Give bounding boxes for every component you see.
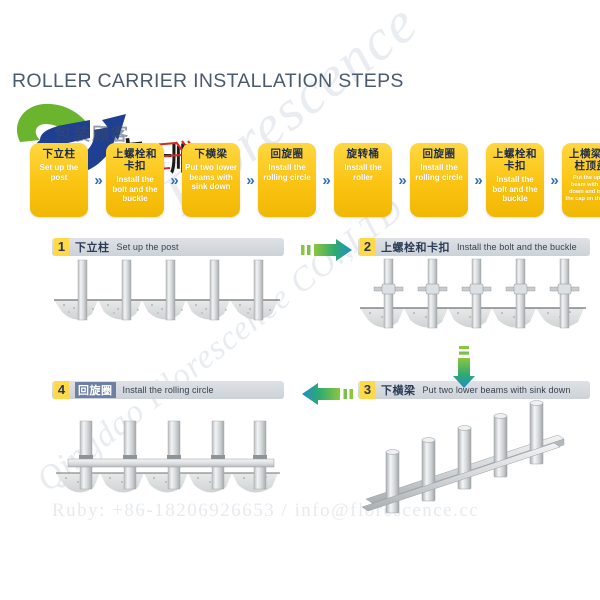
flow-step-1-en: Set up the post — [39, 163, 79, 182]
bolt-collar-group — [373, 283, 580, 295]
arrow-left-icon — [302, 383, 353, 405]
flow-step-5-en: Install the roller — [344, 163, 382, 182]
panel-step-3: 3 下横梁 Put two lower beams with sink down — [358, 381, 590, 519]
panel-step-4-cn: 回旋圈 — [75, 382, 116, 398]
flow-step-3-en: Put two lower beams with sink down — [185, 163, 237, 191]
flow-step-1-cn: 下立柱 — [42, 148, 76, 160]
chevron-right-icon-3: » — [246, 171, 254, 189]
flow-step-6[interactable]: 回旋圈 Install the rolling circle — [410, 143, 468, 217]
arrow-down-step2-to-step3 — [452, 345, 476, 394]
flow-strip: 下立柱 Set up the post » 上螺栓和卡扣 Install the… — [30, 143, 600, 225]
flow-step-7-en: Install the bolt and the buckle — [492, 175, 538, 203]
panel-step-2: 2 上螺栓和卡扣 Install the bolt and the buckle — [358, 238, 590, 361]
arrow-right-step1-to-step2 — [300, 238, 354, 267]
flow-step-3[interactable]: 下横梁 Put two lower beams with sink down — [182, 143, 240, 217]
panel-step-2-en: Install the bolt and the buckle — [457, 242, 577, 252]
flow-step-6-cn: 回旋圈 — [422, 148, 456, 160]
flow-step-8[interactable]: 上横梁立柱顶盖 Put the upper beam with sink dow… — [562, 143, 600, 217]
flow-step-2-cn: 上螺栓和卡扣 — [113, 148, 157, 172]
panel-step-1-en: Set up the post — [116, 242, 179, 252]
flow-step-8-en: Put the upper beam with sink down and in… — [565, 175, 600, 202]
arrow-left-step3-to-step4 — [300, 382, 354, 411]
flow-step-2-en: Install the bolt and the buckle — [112, 175, 158, 203]
arrow-down-icon — [453, 346, 475, 388]
panel-step-4-en: Install the rolling circle — [122, 385, 214, 395]
posts-in-ground-diagram — [54, 259, 280, 321]
panel-step-3-en: Put two lower beams with sink down — [422, 385, 571, 395]
panel-step-4-number: 4 — [54, 381, 69, 399]
horizontal-beam-4 — [67, 458, 275, 468]
chevron-right-icon-6: » — [474, 171, 482, 189]
panel-step-4-illustration — [52, 399, 284, 519]
logo-chinese-text: 包装顾客 — [54, 125, 130, 144]
panel-step-2-cn: 上螺栓和卡扣 — [381, 242, 450, 254]
panel-step-3-cn: 下横梁 — [381, 385, 416, 397]
panel-step-3-number: 3 — [360, 381, 375, 399]
panel-step-2-number: 2 — [360, 238, 375, 256]
panel-step-4-header: 4 回旋圈 Install the rolling circle — [52, 381, 284, 399]
flow-step-1[interactable]: 下立柱 Set up the post — [30, 143, 88, 217]
post-group — [77, 259, 264, 321]
posts-with-horizontal-beam-diagram — [56, 420, 280, 493]
page-title: ROLLER CARRIER INSTALLATION STEPS — [12, 70, 404, 92]
panel-step-1-cn: 下立柱 — [75, 242, 110, 254]
flow-step-2[interactable]: 上螺栓和卡扣 Install the bolt and the buckle — [106, 143, 164, 217]
perspective-posts-with-beams-diagram — [361, 400, 565, 514]
panel-step-1-header: 1 下立柱 Set up the post — [52, 238, 284, 256]
panel-step-1: 1 下立柱 Set up the post — [52, 238, 284, 361]
posts-with-bolt-collars-diagram — [360, 258, 586, 329]
flow-step-3-cn: 下横梁 — [194, 148, 228, 160]
flow-step-7-cn: 上螺栓和卡扣 — [493, 148, 537, 172]
lower-beam-front — [361, 442, 561, 512]
chevron-right-icon-5: » — [398, 171, 406, 189]
panel-step-3-illustration — [358, 399, 590, 519]
panel-step-4: 4 回旋圈 Install the rolling circle — [52, 381, 284, 519]
panel-step-2-illustration — [358, 256, 590, 361]
flow-step-4-en: Install the rolling circle — [263, 163, 311, 182]
flow-step-7[interactable]: 上螺栓和卡扣 Install the bolt and the buckle — [486, 143, 544, 217]
panel-step-1-number: 1 — [54, 238, 69, 256]
chevron-right-icon-1: » — [94, 171, 102, 189]
flow-step-4-cn: 回旋圈 — [270, 148, 304, 160]
rolling-circle-group — [79, 455, 267, 461]
chevron-right-icon-4: » — [322, 171, 330, 189]
arrow-right-icon — [301, 239, 352, 261]
chevron-right-icon-2: » — [170, 171, 178, 189]
flow-step-6-en: Install the rolling circle — [415, 163, 463, 182]
flow-step-8-cn: 上横梁立柱顶盖 — [569, 148, 600, 172]
chevron-right-icon-7: » — [550, 171, 558, 189]
flow-step-5-cn: 旋转桶 — [346, 148, 380, 160]
flow-step-4[interactable]: 回旋圈 Install the rolling circle — [258, 143, 316, 217]
panel-step-1-illustration — [52, 256, 284, 361]
panel-step-2-header: 2 上螺栓和卡扣 Install the bolt and the buckle — [358, 238, 590, 256]
flow-step-5[interactable]: 旋转桶 Install the roller — [334, 143, 392, 217]
panel-step-3-header: 3 下横梁 Put two lower beams with sink down — [358, 381, 590, 399]
